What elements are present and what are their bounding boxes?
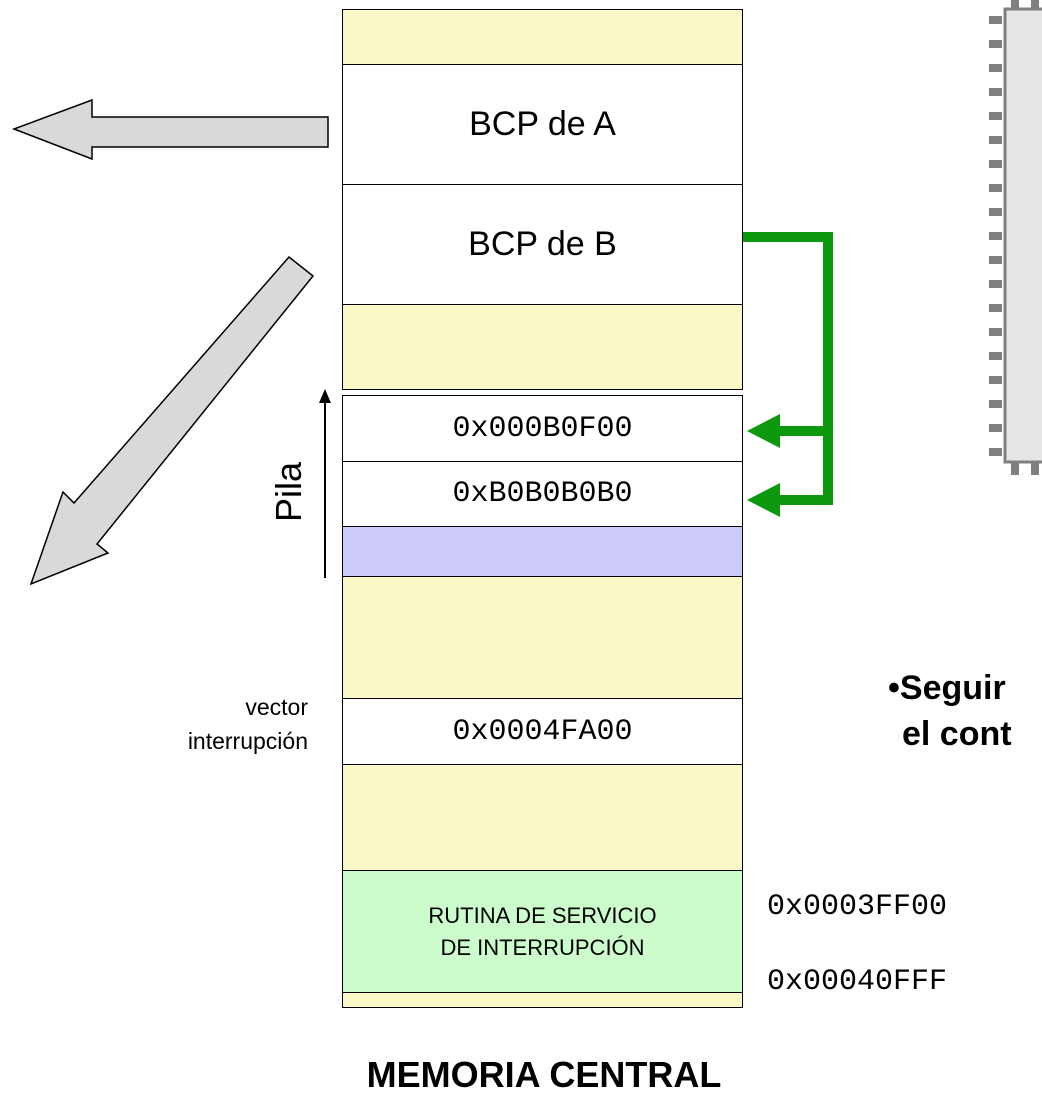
vector-label-line1: vector — [245, 694, 308, 720]
vector-label: vector interrupción — [110, 690, 308, 758]
side-text-line2: el cont — [902, 715, 1012, 753]
isr-start-address: 0x0003FF00 — [767, 890, 948, 924]
stack-second-value: 0xB0B0B0B0 — [452, 477, 633, 511]
side-text: •Seguir el cont — [888, 665, 1012, 757]
bcp-b-label: BCP de B — [468, 225, 617, 263]
isr-label-line2: DE INTERRUPCIÓN — [440, 934, 645, 960]
bcp-a-label: BCP de A — [469, 105, 616, 143]
stack-top-value: 0x000B0F00 — [452, 411, 633, 446]
free-memory-bottom — [342, 764, 743, 871]
side-text-line1: •Seguir — [888, 669, 1006, 707]
isr-block: RUTINA DE SERVICIO DE INTERRUPCIÓN — [342, 870, 743, 993]
memory-title: MEMORIA CENTRAL — [366, 1054, 722, 1095]
restore-context-arrow-icon — [29, 255, 315, 586]
green-arrowhead-bottom-icon — [747, 483, 780, 517]
green-arrows-icon — [743, 232, 833, 505]
stack-direction-arrowhead-icon — [319, 389, 331, 403]
free-memory-mid — [342, 304, 743, 390]
interrupt-vector-value: 0x0004FA00 — [452, 714, 633, 749]
stack-free-area — [342, 526, 743, 577]
bcp-a-block: BCP de A — [342, 64, 743, 185]
green-arrowhead-top-icon — [747, 414, 780, 448]
vector-label-line2: interrupción — [187, 728, 308, 754]
cpu-chip-icon — [989, 0, 1042, 475]
save-context-arrow-icon — [11, 98, 329, 161]
stack-top-block: 0x000B0F00 — [342, 395, 743, 462]
stack-second-block: 0xB0B0B0B0 — [342, 461, 743, 527]
isr-end-address: 0x00040FFF — [767, 965, 948, 999]
free-memory-end — [342, 992, 743, 1008]
isr-label-line1: RUTINA DE SERVICIO — [428, 902, 657, 928]
bcp-b-block: BCP de B — [342, 184, 743, 305]
free-memory-top — [342, 9, 743, 65]
free-memory-lower — [342, 576, 743, 699]
